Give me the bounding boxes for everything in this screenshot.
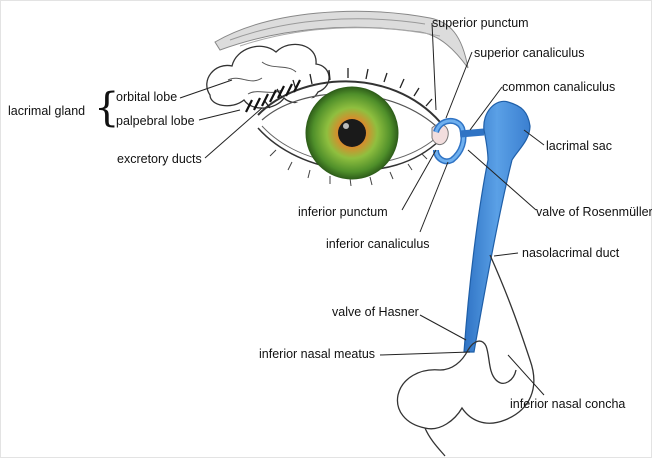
- line-excretory-ducts: [205, 108, 262, 158]
- label-inferior-nasal-meatus: inferior nasal meatus: [259, 347, 375, 361]
- line-inferior-nasal-meatus: [380, 352, 470, 355]
- label-lacrimal-sac: lacrimal sac: [546, 139, 612, 153]
- line-palpebral-lobe: [199, 110, 240, 120]
- pupil: [338, 119, 366, 147]
- line-inferior-nasal-concha: [508, 355, 544, 395]
- line-valve-of-hasner: [420, 315, 466, 340]
- label-valve-of-rosenmuller: valve of Rosenmüller: [536, 205, 652, 219]
- nose-outline: [397, 255, 533, 456]
- label-lacrimal-gland: lacrimal gland: [8, 104, 85, 118]
- line-inferior-canaliculus: [420, 162, 448, 232]
- label-nasolacrimal-duct: nasolacrimal duct: [522, 246, 619, 260]
- drainage-system: [436, 101, 530, 352]
- label-inferior-punctum: inferior punctum: [298, 205, 388, 219]
- line-superior-canaliculus: [446, 52, 472, 118]
- label-common-canaliculus: common canaliculus: [502, 80, 615, 94]
- label-superior-canaliculus: superior canaliculus: [474, 46, 584, 60]
- label-palpebral-lobe: palpebral lobe: [116, 114, 195, 128]
- label-inferior-nasal-concha: inferior nasal concha: [510, 397, 625, 411]
- line-nasolacrimal-duct: [494, 253, 518, 256]
- label-inferior-canaliculus: inferior canaliculus: [326, 237, 430, 251]
- label-excretory-ducts: excretory ducts: [117, 152, 202, 166]
- label-superior-punctum: superior punctum: [432, 16, 529, 30]
- iris: [306, 87, 398, 179]
- label-orbital-lobe: orbital lobe: [116, 90, 177, 104]
- line-inferior-punctum: [402, 150, 436, 210]
- label-valve-of-hasner: valve of Hasner: [332, 305, 419, 319]
